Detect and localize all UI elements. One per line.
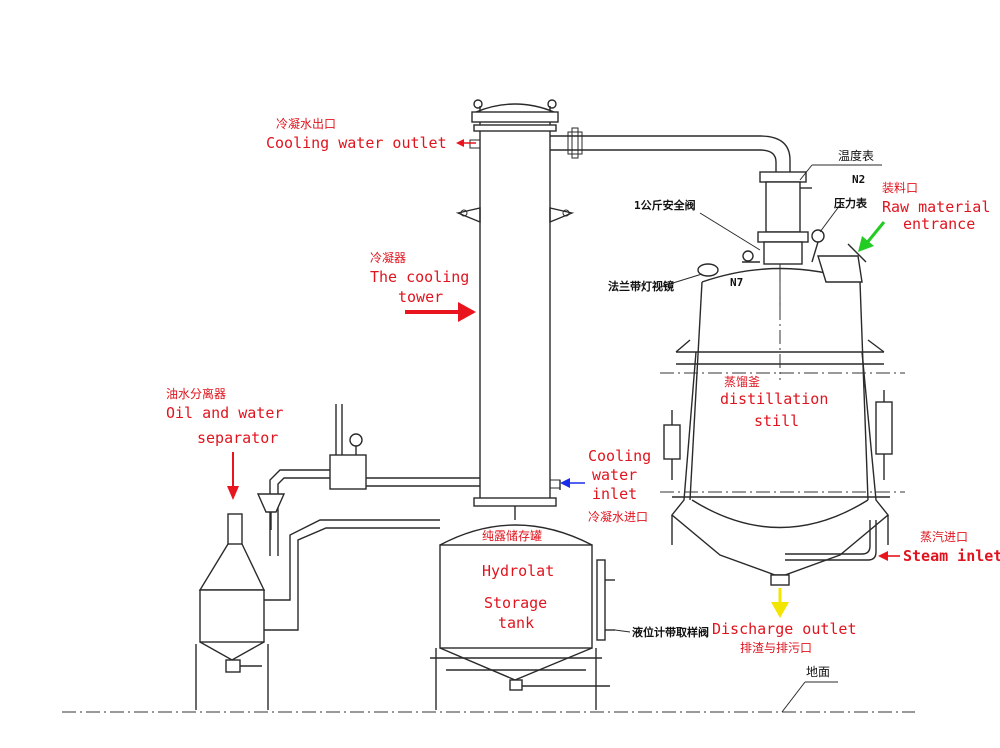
discharge-cn: 排渣与排污口 — [740, 641, 812, 655]
raw-material-cn: 装料口 — [882, 181, 918, 195]
cooling-tower-cn: 冷凝器 — [370, 250, 406, 265]
hydrolat-en-1: Hydrolat — [482, 562, 554, 580]
cooling-tower-en-2: tower — [398, 288, 443, 306]
separator-cn: 油水分离器 — [166, 386, 226, 401]
leader-lines — [659, 164, 882, 288]
steam-inlet-arrow — [878, 551, 900, 561]
pressure-gauge-label: 压力表 — [834, 196, 868, 210]
raw-material-en-1: Raw material — [882, 198, 990, 216]
hydrolat-cn: 纯露储存罐 — [482, 528, 542, 543]
distillation-cn: 蒸馏釜 — [724, 374, 760, 389]
separator-arrow — [227, 452, 239, 500]
cooling-water-inlet-cn: 冷凝水进口 — [588, 509, 648, 524]
cooling-tower-arrow — [405, 302, 476, 322]
oil-water-separator — [195, 493, 440, 710]
raw-material-en-2: entrance — [903, 215, 975, 233]
n7-label: N7 — [730, 276, 743, 289]
thermometer-label: 温度表 — [838, 148, 874, 163]
cooling-water-outlet-arrow — [456, 139, 476, 147]
cooling-water-outlet-en: Cooling water outlet — [266, 134, 447, 152]
safety-valve-label: 1公斤安全阀 — [634, 198, 696, 212]
steam-inlet-cn: 蒸汽进口 — [920, 529, 968, 544]
vapor-pipe — [550, 127, 791, 172]
separator-en-1: Oil and water — [166, 404, 283, 422]
discharge-arrow — [771, 588, 789, 618]
cooling-water-inlet-arrow — [560, 478, 585, 488]
cooling-water-inlet-en-1: Cooling — [588, 447, 651, 465]
steam-inlet-en: Steam inlet — [903, 547, 1000, 565]
sight-glass-label: 法兰带灯视镜 — [608, 279, 674, 293]
level-gauge-label: 液位计带取样阀 — [632, 625, 709, 639]
hydrolat-en-3: tank — [498, 614, 534, 632]
cooling-water-inlet-en-3: inlet — [592, 485, 637, 503]
distillation-en-1: distillation — [720, 390, 828, 408]
discharge-en: Discharge outlet — [712, 620, 857, 638]
ground-line — [62, 681, 915, 713]
intermediate-tank — [269, 404, 480, 556]
cooling-water-inlet-en-2: water — [592, 466, 637, 484]
raw-material-arrow — [858, 221, 886, 252]
distillation-en-2: still — [754, 412, 799, 430]
ground-label: 地面 — [806, 665, 830, 679]
cooling-water-outlet-cn: 冷凝水出口 — [276, 116, 336, 131]
cooling-tower-en-1: The cooling — [370, 268, 469, 286]
cooling-tower — [455, 99, 575, 520]
hydrolat-tank — [430, 524, 631, 710]
hydrolat-en-2: Storage — [484, 594, 547, 612]
distillation-still — [660, 171, 905, 586]
separator-en-2: separator — [197, 429, 278, 447]
n2-label: N2 — [852, 173, 865, 186]
